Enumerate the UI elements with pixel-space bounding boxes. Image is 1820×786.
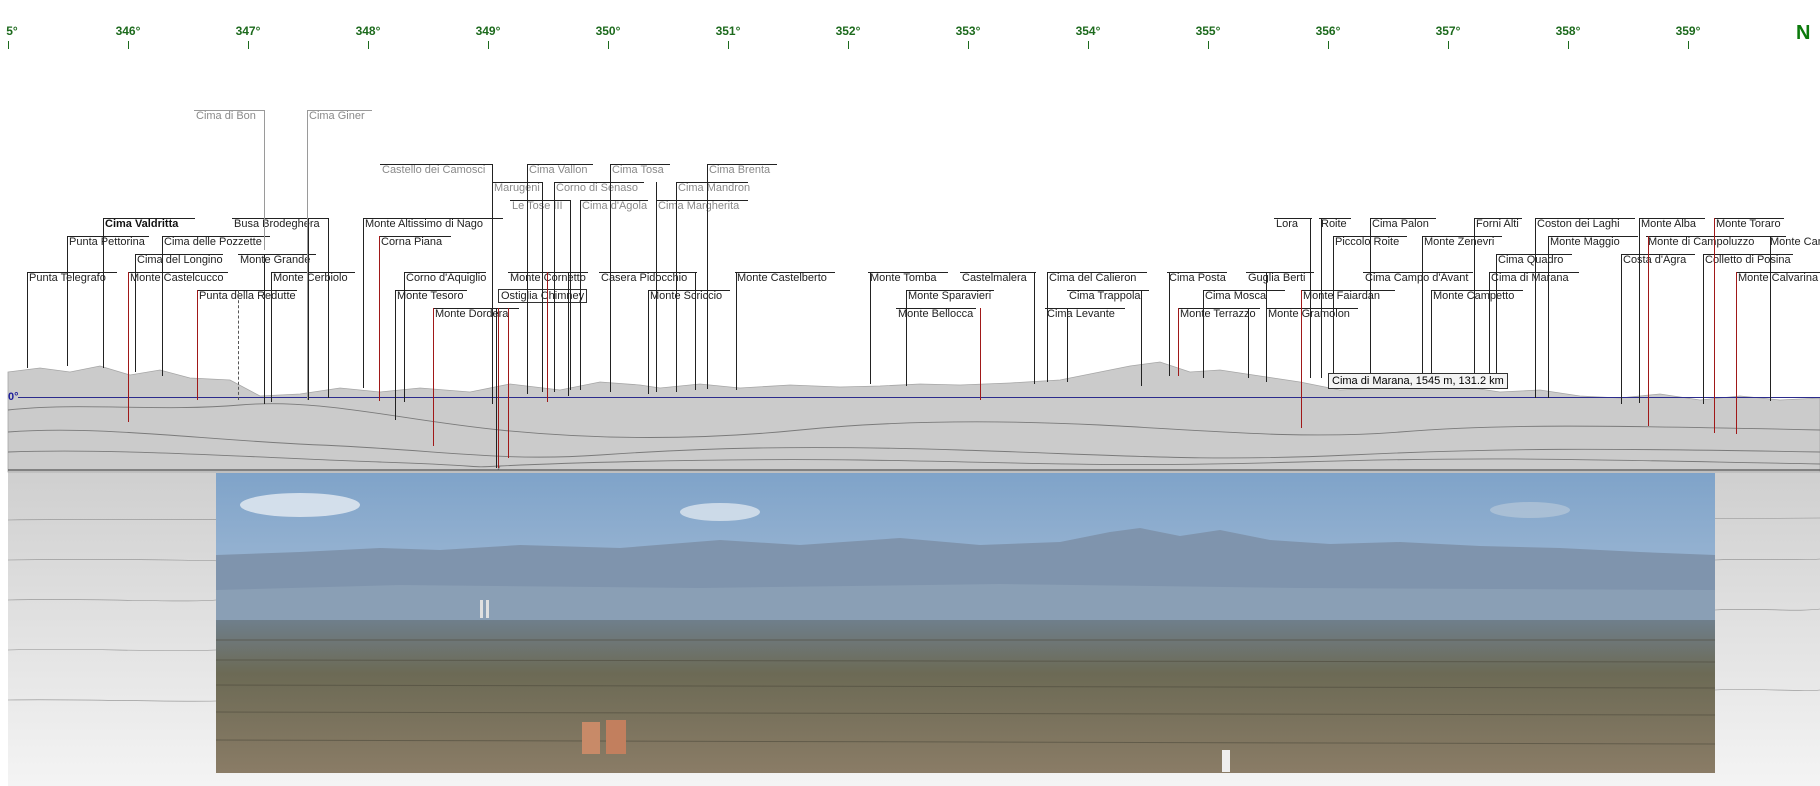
peak-label[interactable]: Cima Palon: [1372, 218, 1429, 230]
peak-label[interactable]: Corno d'Aquiglio: [406, 272, 487, 284]
peak-label[interactable]: Monte Tesoro: [397, 290, 464, 302]
degree-label: 354°: [1075, 24, 1101, 38]
peak-label[interactable]: Piccolo Roite: [1335, 236, 1400, 248]
peak-label[interactable]: Monte Castelberto: [737, 272, 827, 284]
peak-label[interactable]: Monte Sparavieri: [908, 290, 992, 302]
peak-label[interactable]: Monte Campetto: [1433, 290, 1515, 302]
peak-label[interactable]: Monte Altissimo di Nago: [365, 218, 483, 230]
peak-label[interactable]: Marugeni: [494, 182, 540, 194]
peak-label[interactable]: Monte Bellocca: [898, 308, 974, 320]
peak-label[interactable]: Monte Toraro: [1716, 218, 1781, 230]
degree-tick: [1088, 41, 1089, 49]
degree-tick: [8, 41, 9, 49]
peak-label[interactable]: Monte di Campoluzzo: [1648, 236, 1755, 248]
degree-label: 347°: [235, 24, 261, 38]
degree-label: 355°: [1195, 24, 1221, 38]
peak-label[interactable]: Corno di Senaso: [556, 182, 638, 194]
degree-tick: [1568, 41, 1569, 49]
degree-label: 359°: [1675, 24, 1701, 38]
peak-label[interactable]: Cima Levante: [1047, 308, 1115, 320]
degree-label: 351°: [715, 24, 741, 38]
horizon-line: [18, 397, 1820, 398]
peak-label[interactable]: Cima Quadro: [1498, 254, 1564, 266]
peak-label[interactable]: Cima Brenta: [709, 164, 771, 176]
degree-tick: [848, 41, 849, 49]
peak-label[interactable]: Monte Tomba: [870, 272, 937, 284]
peak-label[interactable]: Cima Tosa: [612, 164, 664, 176]
degree-label: 358°: [1555, 24, 1581, 38]
degree-label: 5°: [6, 24, 18, 38]
peak-label[interactable]: Corna Piana: [381, 236, 443, 248]
degree-label: 349°: [475, 24, 501, 38]
peak-label[interactable]: Monte Faiardan: [1303, 290, 1381, 302]
degree-label: 348°: [355, 24, 381, 38]
degree-label: 352°: [835, 24, 861, 38]
peak-label[interactable]: Monte Scriccio: [650, 290, 723, 302]
degree-tick: [728, 41, 729, 49]
peak-label[interactable]: Cima di Marana: [1491, 272, 1569, 284]
peak-tooltip: Cima di Marana, 1545 m, 131.2 km: [1328, 373, 1508, 389]
peak-label[interactable]: Monte Alba: [1641, 218, 1697, 230]
peak-label[interactable]: Cima d'Agola: [582, 200, 648, 212]
degree-tick: [488, 41, 489, 49]
degree-label: 353°: [955, 24, 981, 38]
peak-label[interactable]: Monte Dordera: [435, 308, 509, 320]
peak-label[interactable]: Cima Vallon: [529, 164, 588, 176]
peak-label[interactable]: Forni Alti: [1476, 218, 1519, 230]
peak-label[interactable]: Monte Terrazzo: [1180, 308, 1256, 320]
peak-label[interactable]: Coston dei Laghi: [1537, 218, 1620, 230]
peak-label[interactable]: Monte Cam: [1770, 236, 1820, 248]
peak-label[interactable]: Colletto di Posina: [1705, 254, 1791, 266]
peak-label[interactable]: Monte Calvarina: [1738, 272, 1819, 284]
horizon-zero-label: 0°: [8, 391, 19, 403]
degree-tick: [968, 41, 969, 49]
peak-label[interactable]: Cima di Bon: [196, 110, 256, 122]
peak-label[interactable]: Cima Giner: [309, 110, 365, 122]
peak-label[interactable]: Monte Grande: [240, 254, 311, 266]
degree-tick: [608, 41, 609, 49]
degree-tick: [1208, 41, 1209, 49]
peak-label[interactable]: Cima del Longino: [137, 254, 223, 266]
degree-label: 350°: [595, 24, 621, 38]
peak-label[interactable]: Monte Zenevri: [1424, 236, 1495, 248]
peak-label[interactable]: Lora: [1276, 218, 1299, 230]
peak-label[interactable]: Le Tose III: [512, 200, 563, 212]
peak-label[interactable]: Castelmalera: [962, 272, 1027, 284]
peak-label[interactable]: Monte Maggio: [1550, 236, 1620, 248]
photo-inset[interactable]: [215, 473, 1716, 773]
north-marker: N: [1796, 22, 1811, 44]
degree-label: 346°: [115, 24, 141, 38]
degree-label: 356°: [1315, 24, 1341, 38]
peak-label[interactable]: Punta Pettorina: [69, 236, 145, 248]
degree-tick: [1688, 41, 1689, 49]
peak-label[interactable]: Monte Cerbiolo: [273, 272, 348, 284]
peak-label[interactable]: Cima delle Pozzette: [164, 236, 262, 248]
peak-label[interactable]: Cima Campo d'Avant: [1365, 272, 1469, 284]
peak-label[interactable]: Roite: [1321, 218, 1347, 230]
peak-label[interactable]: Casera Pidocchio: [601, 272, 688, 284]
degree-tick: [368, 41, 369, 49]
peak-label[interactable]: Busa Brodeghera: [234, 218, 320, 230]
peak-label[interactable]: Costa d'Agra: [1623, 254, 1687, 266]
peak-label[interactable]: Guglia Berti: [1248, 272, 1306, 284]
peak-label[interactable]: Cima Posta: [1169, 272, 1226, 284]
degree-tick: [1328, 41, 1329, 49]
ridge-lines: [7, 403, 1820, 471]
peak-label[interactable]: Cima Margherita: [658, 200, 740, 212]
degree-tick: [128, 41, 129, 49]
peak-label[interactable]: Monte Gramolon: [1268, 308, 1350, 320]
peak-label[interactable]: Monte Castelcucco: [130, 272, 224, 284]
degree-label: 357°: [1435, 24, 1461, 38]
peak-label[interactable]: Cima Trappola: [1069, 290, 1141, 302]
peak-label[interactable]: Cima Mandron: [678, 182, 751, 194]
peak-label[interactable]: Punta della Redutte: [199, 290, 296, 302]
peak-label[interactable]: Cima Mosca: [1205, 290, 1267, 302]
peak-label[interactable]: Cima Valdritta: [105, 218, 179, 230]
degree-tick: [248, 41, 249, 49]
degree-tick: [1448, 41, 1449, 49]
peak-label[interactable]: Castello dei Camosci: [382, 164, 486, 176]
peak-label[interactable]: Cima del Calieron: [1049, 272, 1137, 284]
